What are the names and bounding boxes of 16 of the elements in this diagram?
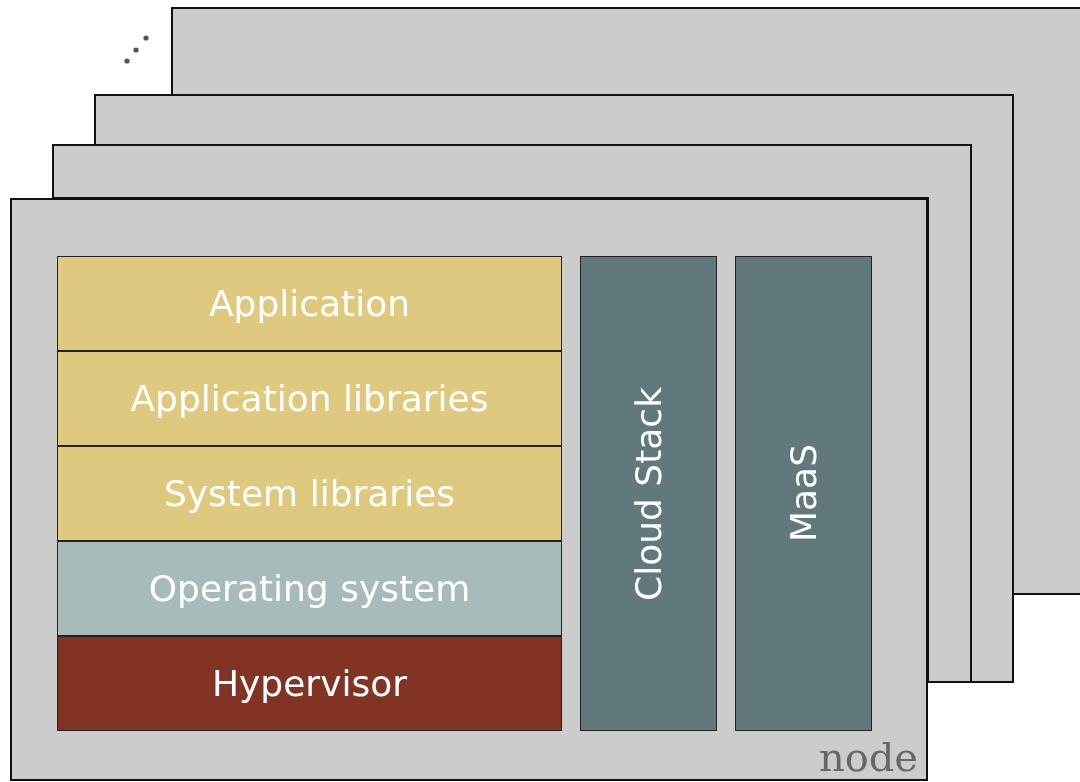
layer-label: Cloud Stack (628, 386, 669, 601)
layer-block (57, 541, 562, 636)
column-block (580, 256, 717, 731)
layer-label: Hypervisor (211, 663, 408, 704)
layer-block (57, 256, 562, 351)
node-card (10, 198, 928, 781)
card-label: node (818, 737, 918, 777)
layer-block (57, 636, 562, 731)
layer-label: Operating system (148, 568, 471, 609)
layer-label: Application libraries (130, 378, 489, 419)
layer-label: Application (208, 283, 411, 324)
layer-label: MaaS (783, 444, 824, 543)
layer-block (57, 351, 562, 446)
column-block (735, 256, 872, 731)
layer-block (57, 446, 562, 541)
layer-label: System libraries (163, 473, 456, 514)
